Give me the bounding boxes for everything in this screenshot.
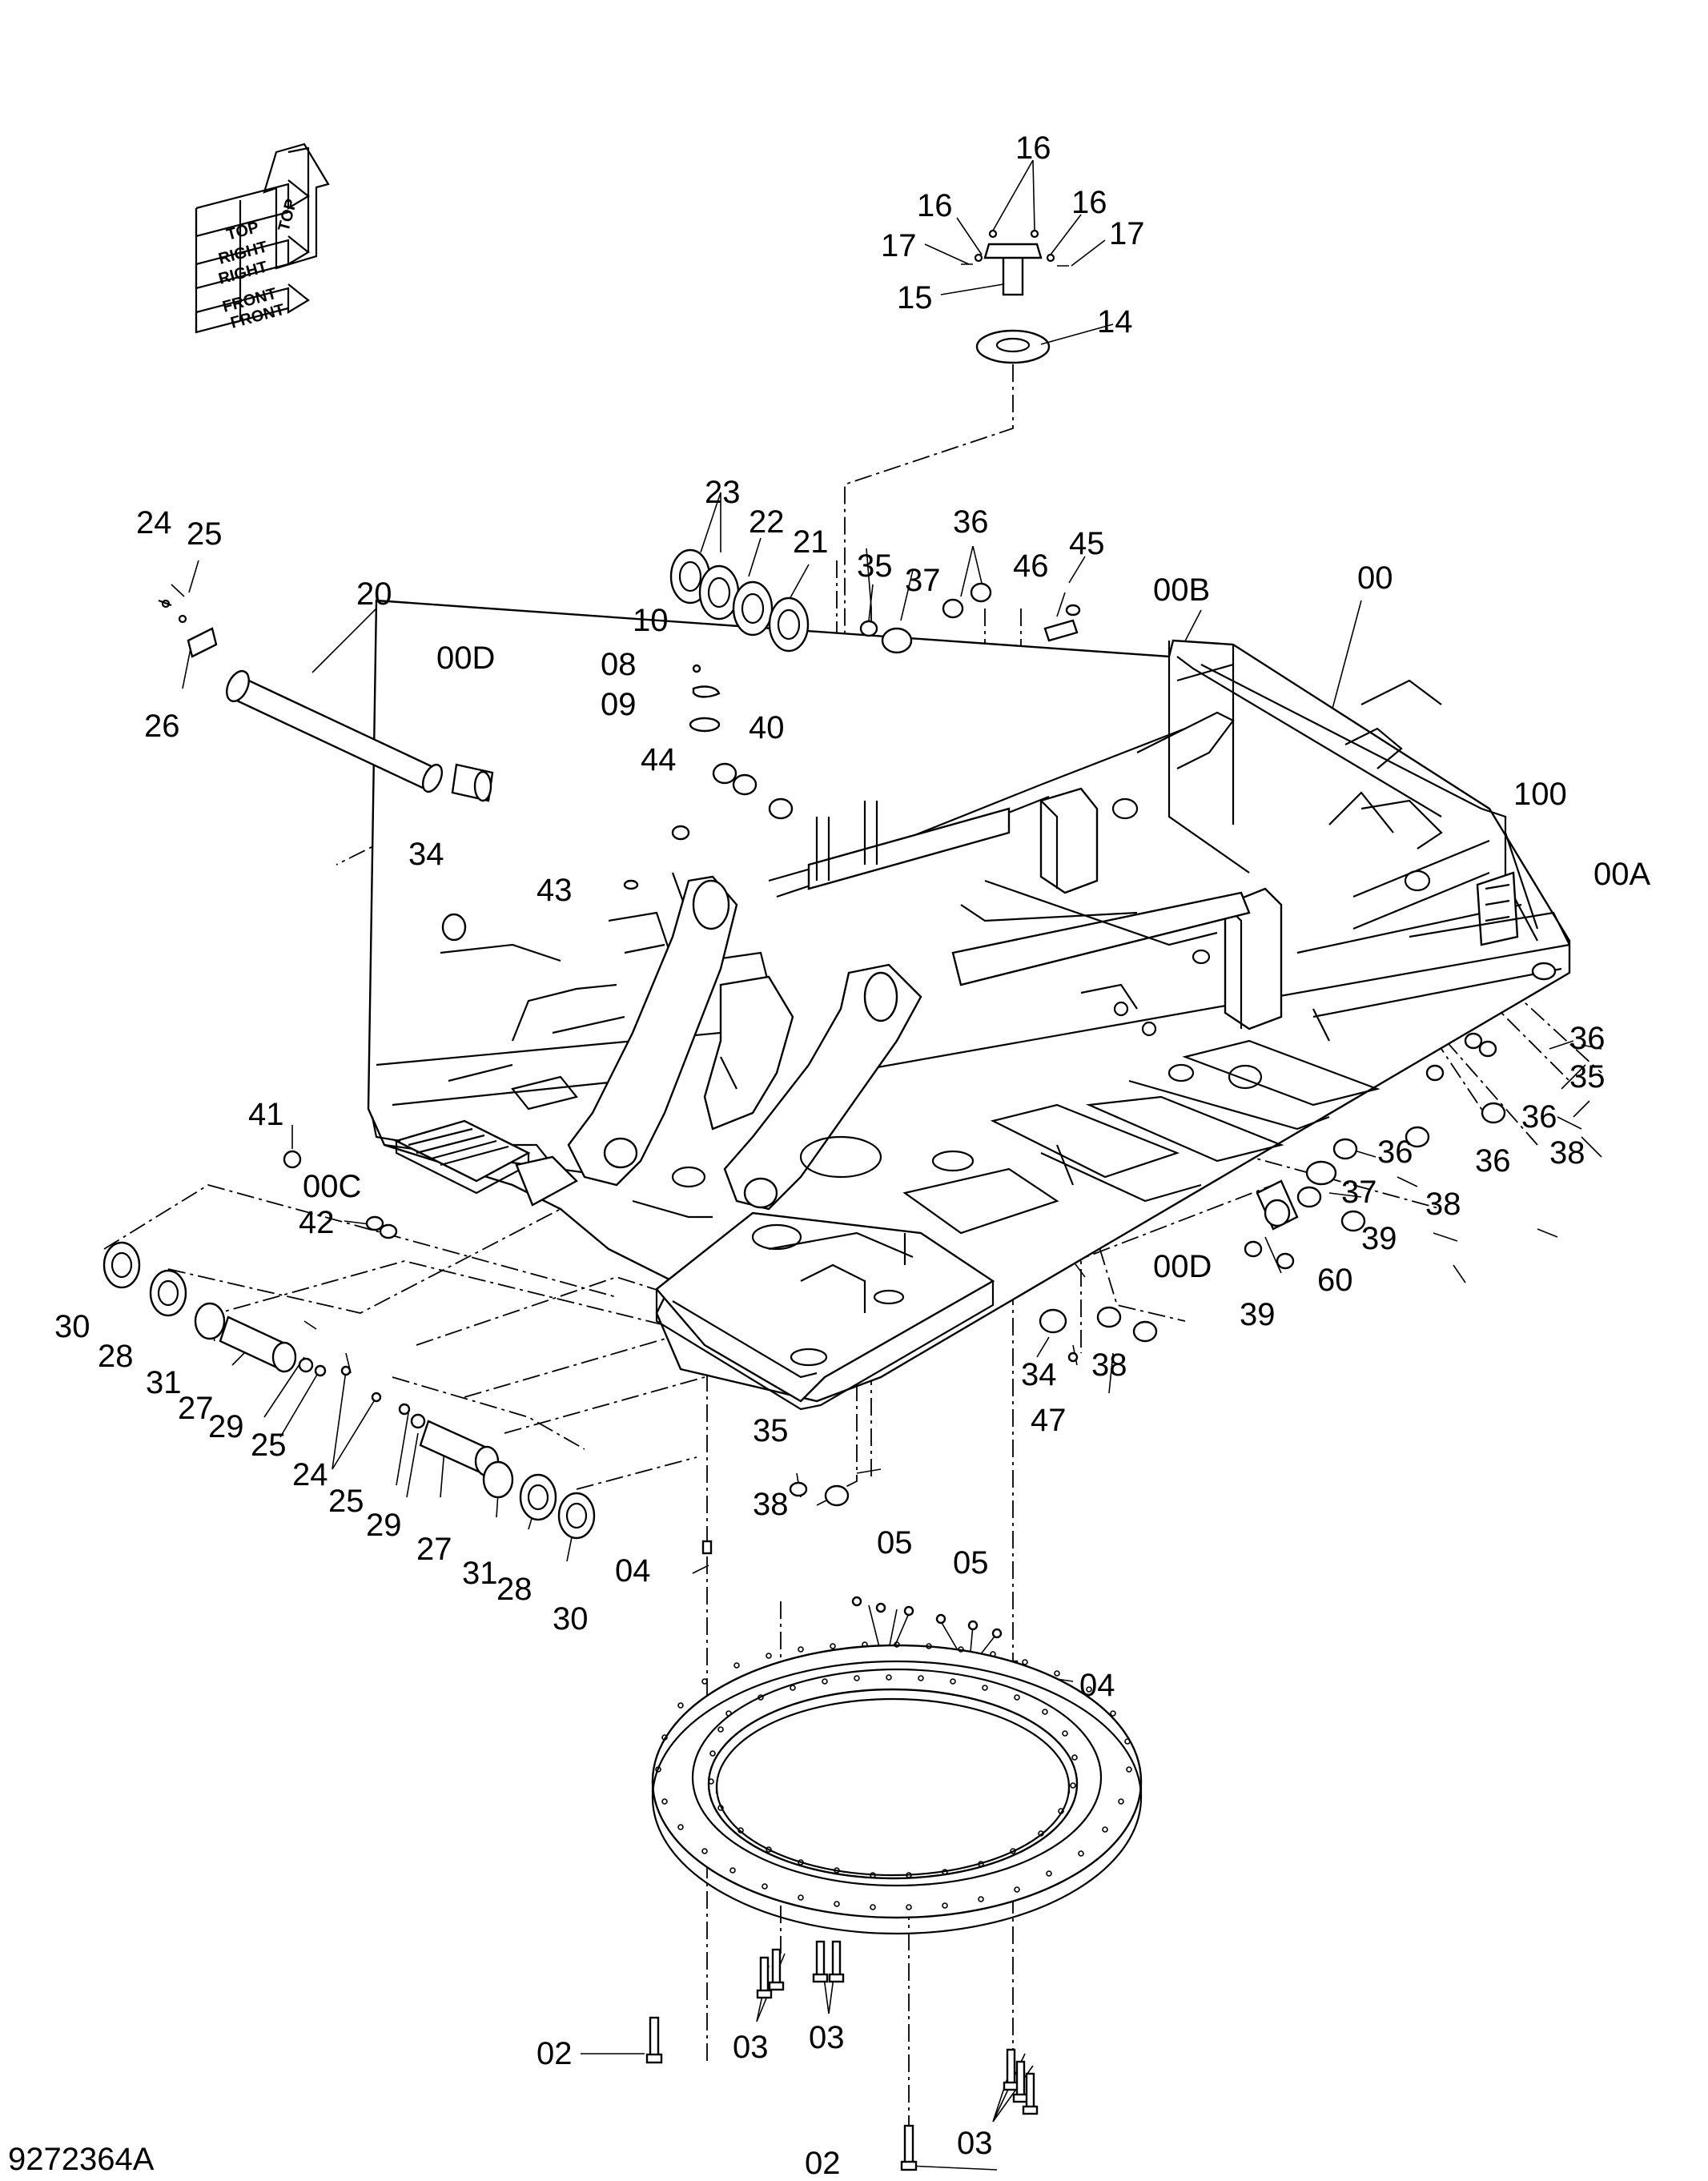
label-00B: 00B [1153,572,1210,608]
label-36-r3: 36 [1377,1135,1413,1170]
label-46: 46 [1013,548,1049,584]
bolts-02-03 [645,1940,1039,2171]
label-42: 42 [299,1205,335,1240]
label-30-a: 30 [54,1309,90,1344]
label-04-right: 04 [1079,1668,1115,1703]
swing-bearing-ring [651,1641,1143,1935]
label-37-top: 37 [905,563,941,598]
label-25-b: 25 [328,1484,364,1519]
label-37-right: 37 [1341,1175,1377,1210]
label-22: 22 [749,504,785,540]
label-25-top: 25 [187,516,223,552]
label-24-mid: 24 [292,1457,328,1492]
label-35-right: 35 [1569,1059,1606,1095]
label-15: 15 [897,280,933,315]
label-44: 44 [641,742,677,777]
label-20: 20 [356,576,392,612]
label-36-top: 36 [953,504,989,540]
label-38-r1: 38 [1549,1135,1585,1171]
top-joint-assembly [961,229,1069,364]
label-02-left: 02 [537,2036,573,2071]
label-43: 43 [537,873,573,908]
label-36-r2: 36 [1521,1099,1557,1135]
label-35-bottom: 35 [753,1413,789,1448]
drawing-number: 9272364A [8,2142,155,2177]
label-16-left: 16 [917,188,953,223]
label-05-a: 05 [877,1525,913,1560]
label-23: 23 [705,475,741,510]
bushings-left [283,913,467,1239]
upper-frame [367,599,1571,1411]
label-38-bottom: 38 [753,1487,789,1522]
washers-21-23 [669,548,810,653]
label-08: 08 [601,647,637,682]
label-29-a: 29 [208,1409,244,1444]
label-05-b: 05 [953,1545,989,1581]
label-36-r1: 36 [1569,1021,1606,1056]
label-35-top: 35 [857,548,893,584]
label-25-a: 25 [251,1428,287,1463]
label-34-bottom: 34 [1021,1357,1057,1392]
label-28-a: 28 [98,1339,134,1374]
label-14: 14 [1097,304,1133,339]
label-17-left: 17 [881,228,917,263]
label-03-b: 03 [809,2020,845,2055]
label-39-a: 39 [1361,1221,1397,1256]
label-00: 00 [1357,560,1393,596]
label-38-r3: 38 [1091,1348,1127,1383]
pin-assembly-20 [158,599,494,802]
label-24-top: 24 [136,505,172,540]
pin-set-left [102,1241,596,1540]
label-39-b: 39 [1240,1297,1276,1332]
label-17-right: 17 [1109,216,1145,251]
label-47: 47 [1031,1403,1067,1438]
label-38-r2: 38 [1425,1187,1461,1222]
ring-bolt-holes [655,1641,1132,1910]
label-16-top: 16 [1015,131,1051,166]
label-31-b: 31 [462,1556,498,1591]
label-36-r4: 36 [1475,1143,1511,1179]
label-10: 10 [633,603,669,638]
label-100: 100 [1513,777,1567,812]
label-03-c: 03 [957,2126,993,2161]
label-41: 41 [248,1097,284,1132]
label-04-left: 04 [615,1553,651,1589]
direction-top: TOP [275,197,301,233]
bushings-top [712,582,1081,820]
label-27-b: 27 [416,1532,452,1567]
label-45: 45 [1069,526,1105,561]
label-09: 09 [601,687,637,722]
small-parts-08-10 [623,664,721,890]
label-00D-right: 00D [1153,1249,1212,1284]
part-number-labels: 16 16 16 17 17 15 14 23 22 21 36 45 35 3… [54,131,1650,2181]
label-34-left: 34 [408,837,444,872]
label-02-bottom: 02 [805,2146,841,2181]
label-28-b: 28 [496,1572,532,1607]
label-40: 40 [749,710,785,745]
label-21: 21 [793,524,829,560]
label-00D-top: 00D [436,641,495,676]
label-29-b: 29 [366,1508,402,1543]
label-30-b: 30 [553,1601,589,1637]
label-26: 26 [144,709,180,744]
label-00A: 00A [1593,857,1650,892]
label-60: 60 [1317,1263,1353,1298]
centerline-14 [844,364,1014,721]
direction-indicator: TOP RIGHT RIGHT FRONT FRONT TOP [195,143,330,334]
bushings-right [789,962,1557,1507]
bolts-05 [851,1596,1003,1639]
label-00C: 00C [303,1169,361,1204]
label-16-right: 16 [1071,185,1107,220]
label-31-a: 31 [146,1365,182,1400]
label-27-a: 27 [178,1391,214,1426]
label-03-a: 03 [733,2030,769,2065]
